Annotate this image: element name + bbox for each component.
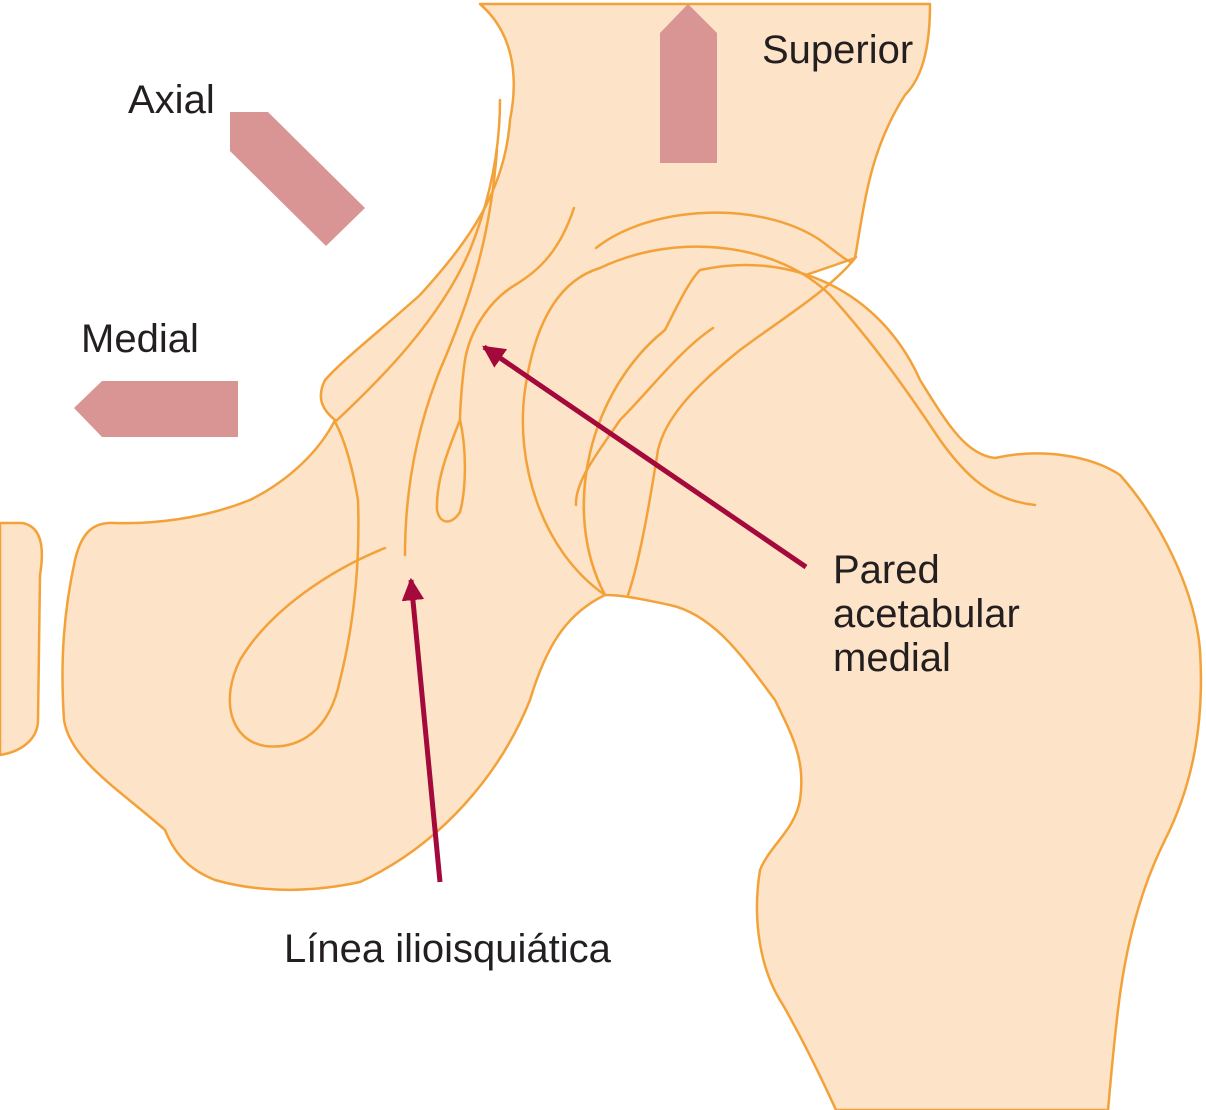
femoral-head-inner-line — [574, 326, 715, 507]
acetabular-wall-label-line-3: medial — [833, 636, 951, 680]
acetabular-wall-pointer-arrow — [482, 344, 808, 570]
left-edge-bone-fragment — [0, 521, 44, 757]
ilioischial-line-label: Línea ilioisquiática — [284, 927, 611, 971]
bone-contour-lines — [228, 98, 1037, 748]
medial-arrow-icon — [74, 381, 238, 437]
femur — [582, 263, 1203, 1110]
femur-outline — [582, 263, 1203, 1110]
acetabular-roof-line — [594, 211, 854, 264]
superior-label: Superior — [762, 28, 914, 72]
acetabular-fossa-line — [458, 206, 576, 422]
medial-label: Medial — [81, 317, 199, 361]
axial-arrow-icon — [230, 112, 365, 246]
superior-arrow-icon — [660, 4, 717, 163]
direction-arrows — [74, 4, 717, 437]
obturator-foramen-outline — [228, 420, 387, 748]
acetabular-wall-label-line-2: acetabular — [833, 592, 1020, 636]
pointer-arrows — [401, 344, 808, 883]
ilioischial-line-contour — [403, 148, 499, 557]
ilioischial-line-pointer-arrow — [401, 577, 443, 883]
anterior-acetabular-rim-line — [626, 255, 858, 597]
femoral-head-medial-line — [521, 245, 1037, 597]
acetabular-wall-label-line-1: Pared — [833, 548, 940, 592]
axial-label: Axial — [128, 78, 215, 122]
teardrop-outline — [435, 418, 467, 523]
